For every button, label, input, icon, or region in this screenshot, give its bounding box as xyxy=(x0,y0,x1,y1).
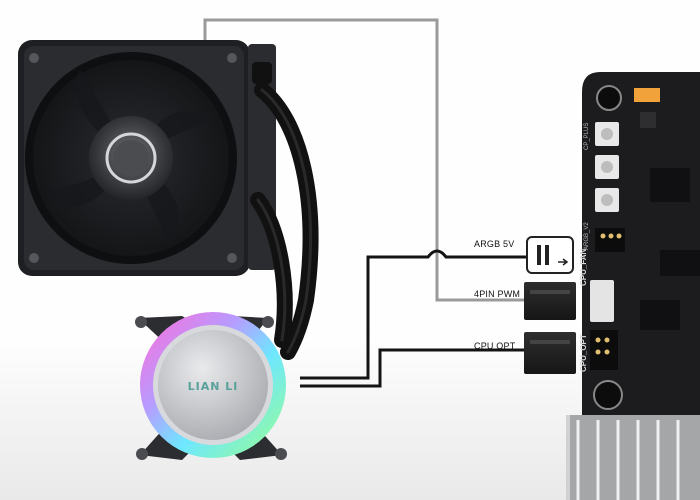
pump-logo: LIAN LI xyxy=(188,380,239,393)
argb-header-label: ARGB_V2 xyxy=(584,222,590,250)
gray-fan-cable xyxy=(203,18,527,302)
radiator-fan xyxy=(18,40,250,276)
argb-label: ARGB 5V xyxy=(474,239,515,249)
pump-black-cable xyxy=(300,348,527,388)
cpu-opt-label: CPU OPT xyxy=(474,341,516,351)
argb-connector xyxy=(526,236,574,274)
cpu-opt-header-label: CPU_OPT xyxy=(579,334,588,372)
pump-head: LIAN LI xyxy=(135,312,287,460)
cpu-fan-header-label: CPU_FAN xyxy=(579,248,588,286)
fan-connector xyxy=(524,282,576,320)
cpu-fan-header xyxy=(590,280,614,322)
cp-plus-header-label: CP_PLUS xyxy=(584,123,590,150)
pump-connector xyxy=(524,332,576,374)
radiator-tubes xyxy=(248,44,319,360)
motherboard: CPU_FAN CPU_OPT CP_PLUS ARGB_V2 xyxy=(566,72,700,500)
argb-black-cable xyxy=(300,249,527,380)
cpu-opt-header xyxy=(590,330,618,370)
fan-pwm-label: 4PIN PWM xyxy=(474,289,521,299)
